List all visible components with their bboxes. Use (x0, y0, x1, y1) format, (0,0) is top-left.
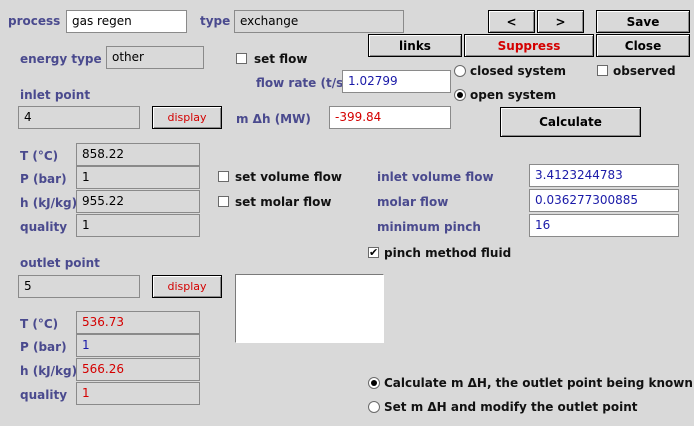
close-button[interactable]: Close (596, 34, 690, 57)
outlet-display-button[interactable]: display (152, 275, 222, 298)
molar-flow-label: molar flow (377, 195, 449, 209)
inlet-p-field: 1 (76, 166, 200, 189)
inlet-quality-field: 1 (76, 214, 200, 237)
save-button[interactable]: Save (596, 10, 690, 33)
open-system-radio[interactable] (454, 89, 466, 101)
inlet-h-label: h (kJ/kg) (20, 196, 78, 210)
inlet-t-field: 858.22 (76, 143, 200, 166)
observed-checkbox[interactable] (597, 65, 608, 76)
set-molar-flow-checkbox[interactable] (218, 196, 229, 207)
prev-button[interactable]: < (488, 10, 535, 33)
inlet-volume-flow-input[interactable]: 3.4123244783 (529, 164, 679, 187)
inlet-p-label: P (bar) (20, 172, 67, 186)
open-system-label: open system (470, 88, 557, 102)
outlet-h-field: 566.26 (76, 358, 200, 381)
closed-system-label: closed system (470, 64, 567, 78)
set-volume-flow-checkbox[interactable] (218, 171, 229, 182)
calculate-button[interactable]: Calculate (500, 107, 641, 137)
set-mdh-label: Set m ΔH and modify the outlet point (384, 400, 638, 414)
inlet-display-button[interactable]: display (152, 106, 222, 129)
suppress-button[interactable]: Suppress (464, 34, 594, 57)
outlet-p-label: P (bar) (20, 340, 67, 354)
inlet-volume-flow-label: inlet volume flow (377, 170, 494, 184)
set-molar-flow-label: set molar flow (235, 195, 332, 209)
outlet-h-label: h (kJ/kg) (20, 364, 78, 378)
process-label: process (8, 14, 61, 28)
inlet-point-title: inlet point (20, 88, 91, 102)
outlet-t-field: 536.73 (76, 311, 200, 334)
type-field: exchange (234, 10, 404, 33)
mdh-label: m Δh (MW) (236, 112, 311, 126)
set-flow-label: set flow (254, 52, 308, 66)
outlet-t-label: T (°C) (20, 317, 59, 331)
calc-mdh-radio[interactable] (368, 377, 380, 389)
closed-system-radio[interactable] (454, 65, 466, 77)
pinch-method-label: pinch method fluid (384, 246, 512, 260)
inlet-t-label: T (°C) (20, 149, 59, 163)
inlet-point-field: 4 (18, 106, 140, 129)
pinch-method-checkbox[interactable]: ✔ (368, 246, 379, 259)
calc-mdh-label: Calculate m ΔH, the outlet point being k… (384, 376, 693, 390)
mdh-input[interactable]: -399.84 (329, 106, 451, 129)
set-volume-flow-label: set volume flow (235, 170, 342, 184)
outlet-quality-label: quality (20, 388, 68, 402)
links-button[interactable]: links (368, 34, 462, 57)
observed-label: observed (613, 64, 676, 78)
type-label: type (200, 14, 231, 28)
set-mdh-radio[interactable] (368, 401, 380, 413)
next-button[interactable]: > (537, 10, 584, 33)
outlet-quality-field: 1 (76, 382, 200, 405)
minimum-pinch-input[interactable]: 16 (529, 214, 679, 237)
process-input[interactable]: gas regen (66, 10, 187, 33)
flow-rate-label: flow rate (t/s) (256, 76, 349, 90)
outlet-point-field: 5 (18, 275, 140, 298)
energy-type-field: other (106, 46, 204, 69)
energy-type-label: energy type (20, 52, 102, 66)
inlet-quality-label: quality (20, 220, 68, 234)
inlet-h-field: 955.22 (76, 190, 200, 213)
outlet-point-title: outlet point (20, 256, 100, 270)
molar-flow-input[interactable]: 0.036277300885 (529, 189, 679, 212)
set-flow-checkbox[interactable] (236, 53, 247, 64)
notes-textarea[interactable] (235, 274, 384, 343)
minimum-pinch-label: minimum pinch (377, 220, 481, 234)
flow-rate-input[interactable]: 1.02799 (342, 70, 451, 93)
outlet-p-field: 1 (76, 334, 200, 357)
